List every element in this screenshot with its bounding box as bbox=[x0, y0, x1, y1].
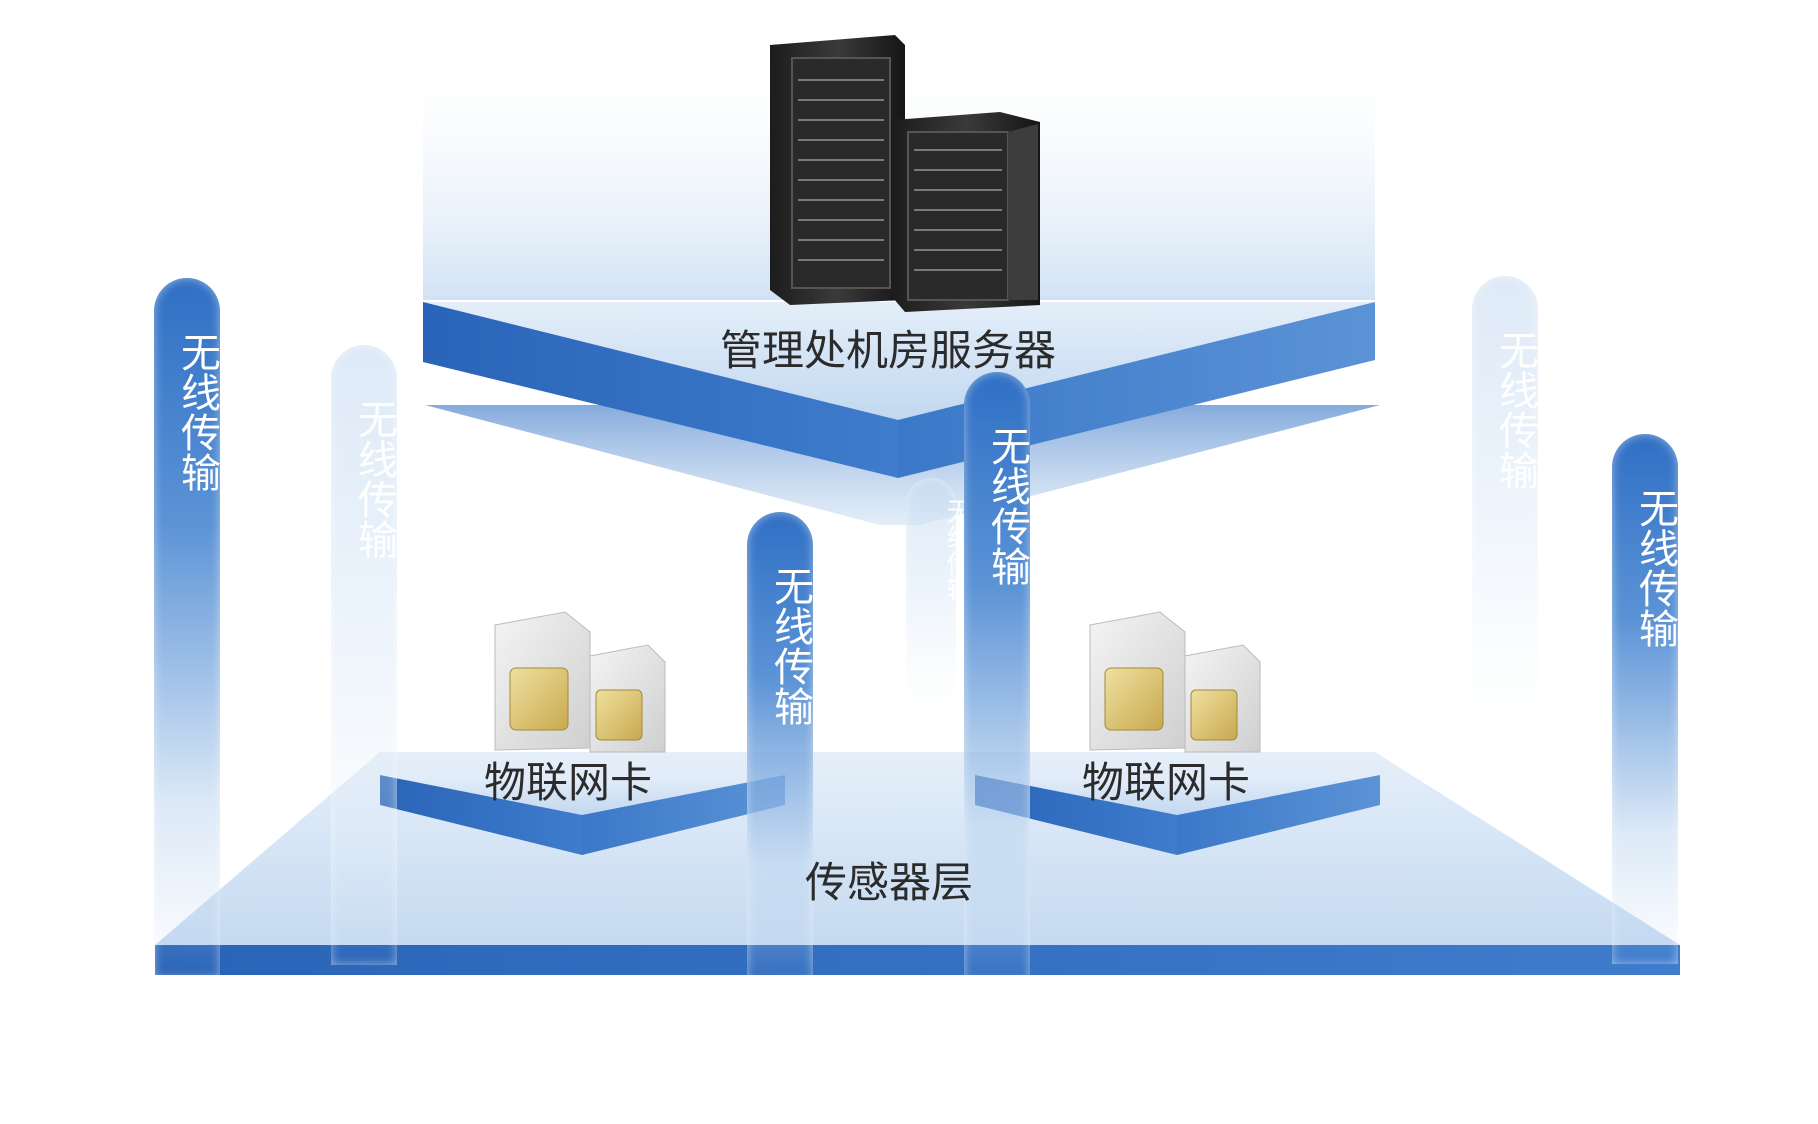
wireless-transmission-pillar: 无线传输 bbox=[906, 478, 972, 728]
pillar-label: 无线传输 bbox=[1492, 330, 1538, 490]
pillar-label: 无线传输 bbox=[942, 498, 972, 602]
wireless-transmission-pillar: 无线传输 bbox=[964, 372, 1030, 982]
sim-card-icon bbox=[1089, 611, 1261, 753]
pillar-label: 无线传输 bbox=[1632, 488, 1678, 648]
server-rack-icon bbox=[770, 35, 1040, 312]
card-platform-left bbox=[380, 775, 785, 855]
iot-card-label: 物联网卡 bbox=[1082, 758, 1251, 807]
wireless-transmission-pillar: 无线传输 bbox=[747, 512, 813, 982]
sensor-layer-label: 传感器层 bbox=[805, 858, 974, 907]
pillar-label: 无线传输 bbox=[984, 426, 1030, 586]
wireless-transmission-pillar: 无线传输 bbox=[331, 345, 397, 965]
pillar-label: 无线传输 bbox=[767, 566, 813, 726]
server-layer-label: 管理处机房服务器 bbox=[720, 326, 1057, 375]
pillar-label: 无线传输 bbox=[351, 399, 397, 559]
sim-card-icon bbox=[494, 611, 666, 753]
pillar-label: 无线传输 bbox=[174, 332, 220, 492]
wireless-transmission-pillar: 无线传输 bbox=[154, 278, 220, 978]
iot-card-label: 物联网卡 bbox=[484, 758, 653, 807]
wireless-transmission-pillar: 无线传输 bbox=[1472, 276, 1538, 756]
wireless-transmission-pillar: 无线传输 bbox=[1612, 434, 1678, 964]
